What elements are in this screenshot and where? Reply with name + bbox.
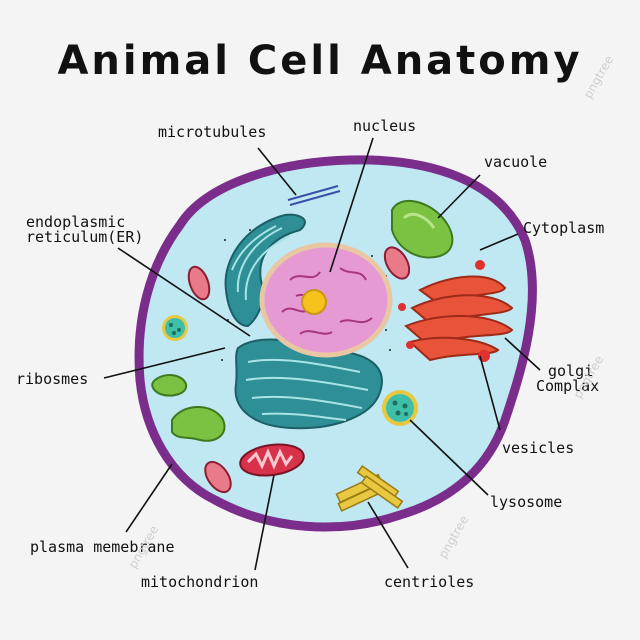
endoplasmic-reticulum-upper (224, 213, 306, 328)
lysosome (382, 390, 418, 426)
label-golgi-complex: golgi Complax (536, 364, 599, 394)
label-mitochondrion: mitochondrion (141, 573, 259, 591)
mitochondrion (239, 443, 305, 477)
label-centrioles: centrioles (384, 573, 475, 591)
mitochondrion-small (187, 246, 411, 494)
green-vacuole-left (151, 374, 188, 397)
page-title: Animal Cell Anatomy (57, 38, 583, 84)
label-ribosomes: ribosmes (16, 370, 89, 388)
label-vesicles: vesicles (502, 439, 575, 457)
label-plasma-membrane: plasma memebrane (30, 538, 175, 556)
label-er-line1: endoplasmic (26, 213, 126, 231)
label-lysosome: lysosome (490, 493, 563, 511)
label-microtubules: microtubules (158, 123, 267, 141)
label-cytoplasm: Cytoplasm (523, 219, 605, 237)
lysosome-left (162, 315, 188, 341)
label-golgi-line1: golgi (548, 362, 594, 380)
microtubules (287, 185, 341, 206)
label-golgi-line2: Complax (536, 377, 600, 395)
label-endoplasmic-reticulum: endoplasmic reticulum(ER) (26, 215, 143, 245)
endoplasmic-reticulum-lower (234, 338, 383, 430)
leader-lines (103, 137, 541, 571)
green-vacuole-lower (171, 405, 226, 442)
label-er-line2: reticulum(ER) (26, 228, 144, 246)
vacuole-highlight (402, 212, 436, 229)
centrioles (335, 465, 404, 512)
nucleus (259, 242, 393, 358)
label-nucleus: nucleus (353, 117, 417, 135)
label-vacuole: vacuole (484, 153, 548, 171)
nucleolus (301, 289, 327, 315)
golgi-complex (404, 275, 514, 362)
